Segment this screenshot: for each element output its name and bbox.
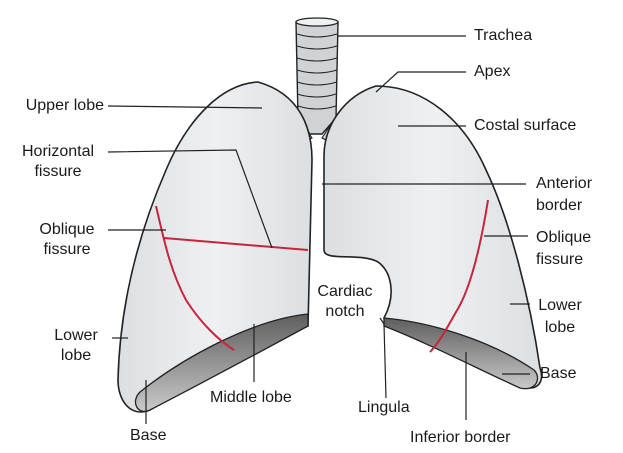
label-upper-lobe: Upper lobe (25, 97, 104, 114)
label-lower-lobe-left-line2: lobe (60, 347, 92, 364)
label-anterior-border-line1: Anterior (536, 175, 593, 192)
label-horizontal-fissure-line2: fissure (34, 163, 82, 180)
label-lower-lobe-left-line1: Lower (54, 327, 98, 344)
label-base-left: Base (130, 427, 167, 444)
label-cardiac-notch-line1: Cardiac (317, 283, 373, 300)
label-cardiac-notch-line2: notch (325, 303, 365, 320)
leader-lines (107, 35, 530, 424)
label-costal-surface: Costal surface (474, 117, 577, 134)
label-lower-lobe-right-line1: Lower (538, 297, 582, 314)
label-base-right: Base (540, 365, 577, 382)
apex-leader (375, 71, 466, 93)
label-lower-lobe-right-line2: lobe (544, 319, 576, 336)
label-lingula: Lingula (358, 399, 410, 416)
label-inferior-border: Inferior border (410, 429, 511, 446)
label-oblique-fissure-left-line1: Oblique (39, 221, 95, 238)
upper-lobe-leader (107, 105, 263, 109)
lingula-leader (379, 317, 387, 399)
left-lung (323, 85, 543, 390)
label-oblique-fissure-left-line2: fissure (43, 241, 91, 258)
label-oblique-fissure-right-line2: fissure (536, 251, 584, 268)
label-anterior-border-line2: border (536, 197, 583, 214)
right-lung (117, 81, 313, 413)
label-trachea: Trachea (474, 27, 533, 44)
label-apex: Apex (474, 63, 511, 80)
horizontal-fissure-leader (107, 149, 273, 249)
label-middle-lobe: Middle lobe (210, 389, 292, 406)
label-horizontal-fissure-line1: Horizontal (21, 143, 95, 160)
label-oblique-fissure-right-line1: Oblique (536, 229, 592, 246)
